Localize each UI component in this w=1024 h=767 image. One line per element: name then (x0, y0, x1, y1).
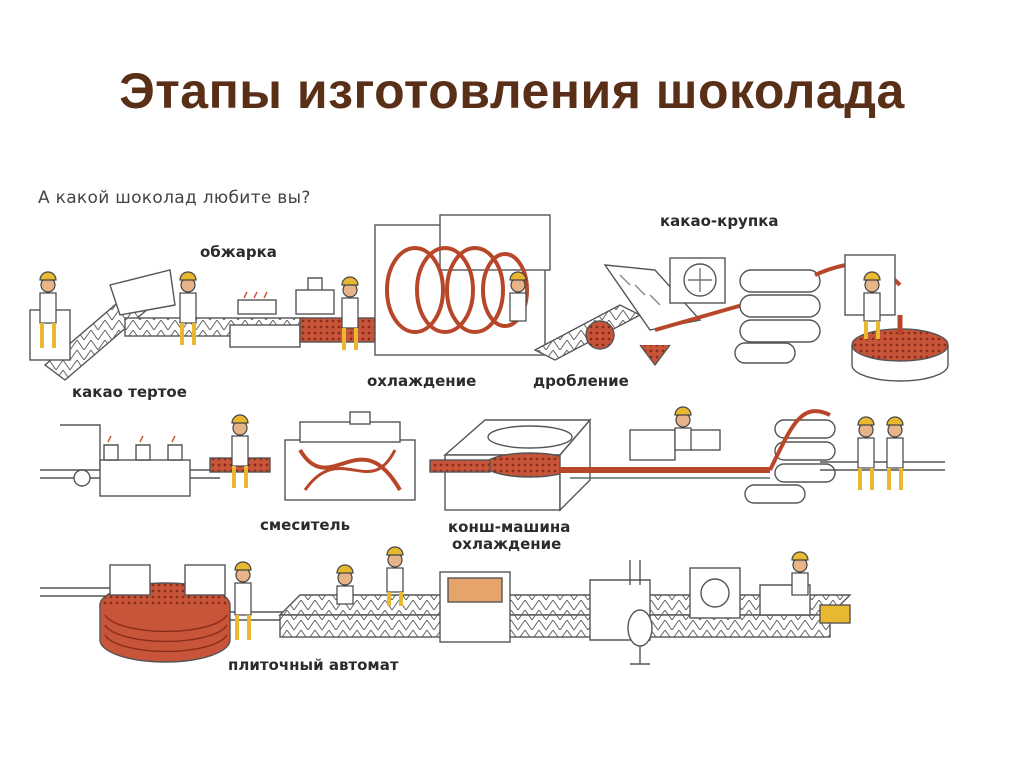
label-cooling: охлаждение (367, 372, 477, 390)
workers-row-1 (39, 271, 881, 350)
label-crushing: дробление (533, 372, 629, 390)
label-cocoa-mass: какао тертое (72, 383, 187, 401)
row-1-roasting-crushing (29, 214, 949, 382)
mixer (284, 411, 416, 501)
label-cocoa-grits: какао-крупка (660, 212, 779, 230)
worker-icon (509, 271, 527, 322)
label-tile-machine: плиточный автомат (228, 656, 399, 674)
worker-icon (336, 564, 354, 605)
worker-icon (386, 546, 404, 606)
worker-icon (791, 551, 809, 596)
crushing-conveyor (533, 257, 761, 367)
label-mixer: смеситель (260, 516, 351, 534)
worker-icon (857, 416, 875, 490)
worker-icon (341, 276, 359, 350)
worker-icon (39, 271, 57, 348)
molding-conveyor (278, 560, 852, 665)
worker-icon (674, 406, 692, 451)
refiner-rollers (744, 409, 836, 504)
cocoa-mass-tank (99, 459, 191, 497)
worker-icon (234, 561, 252, 640)
incline-conveyor (29, 269, 176, 381)
cocoa-tray (295, 277, 381, 343)
tempering-drum (99, 564, 231, 663)
worker-icon (863, 271, 881, 339)
workers-row-3 (234, 546, 809, 640)
worker-icon (231, 414, 249, 488)
worker-icon (886, 416, 904, 490)
diagram-question: А какой шоколад любите вы? (38, 188, 311, 208)
worker-icon (179, 271, 197, 345)
slide-title: Этапы изготовления шоколада (119, 63, 905, 119)
roasting-belt (124, 291, 306, 348)
label-roasting: обжарка (200, 243, 277, 261)
row-2-mixing-conching (40, 409, 945, 512)
label-conche-line2: охлаждение (452, 535, 562, 553)
workers-row-2 (231, 406, 904, 490)
roller-mill (734, 254, 949, 382)
row-3-molding-packing (40, 560, 852, 665)
conche-machine (429, 418, 592, 512)
label-conche-line1: конш-машина (448, 518, 571, 536)
